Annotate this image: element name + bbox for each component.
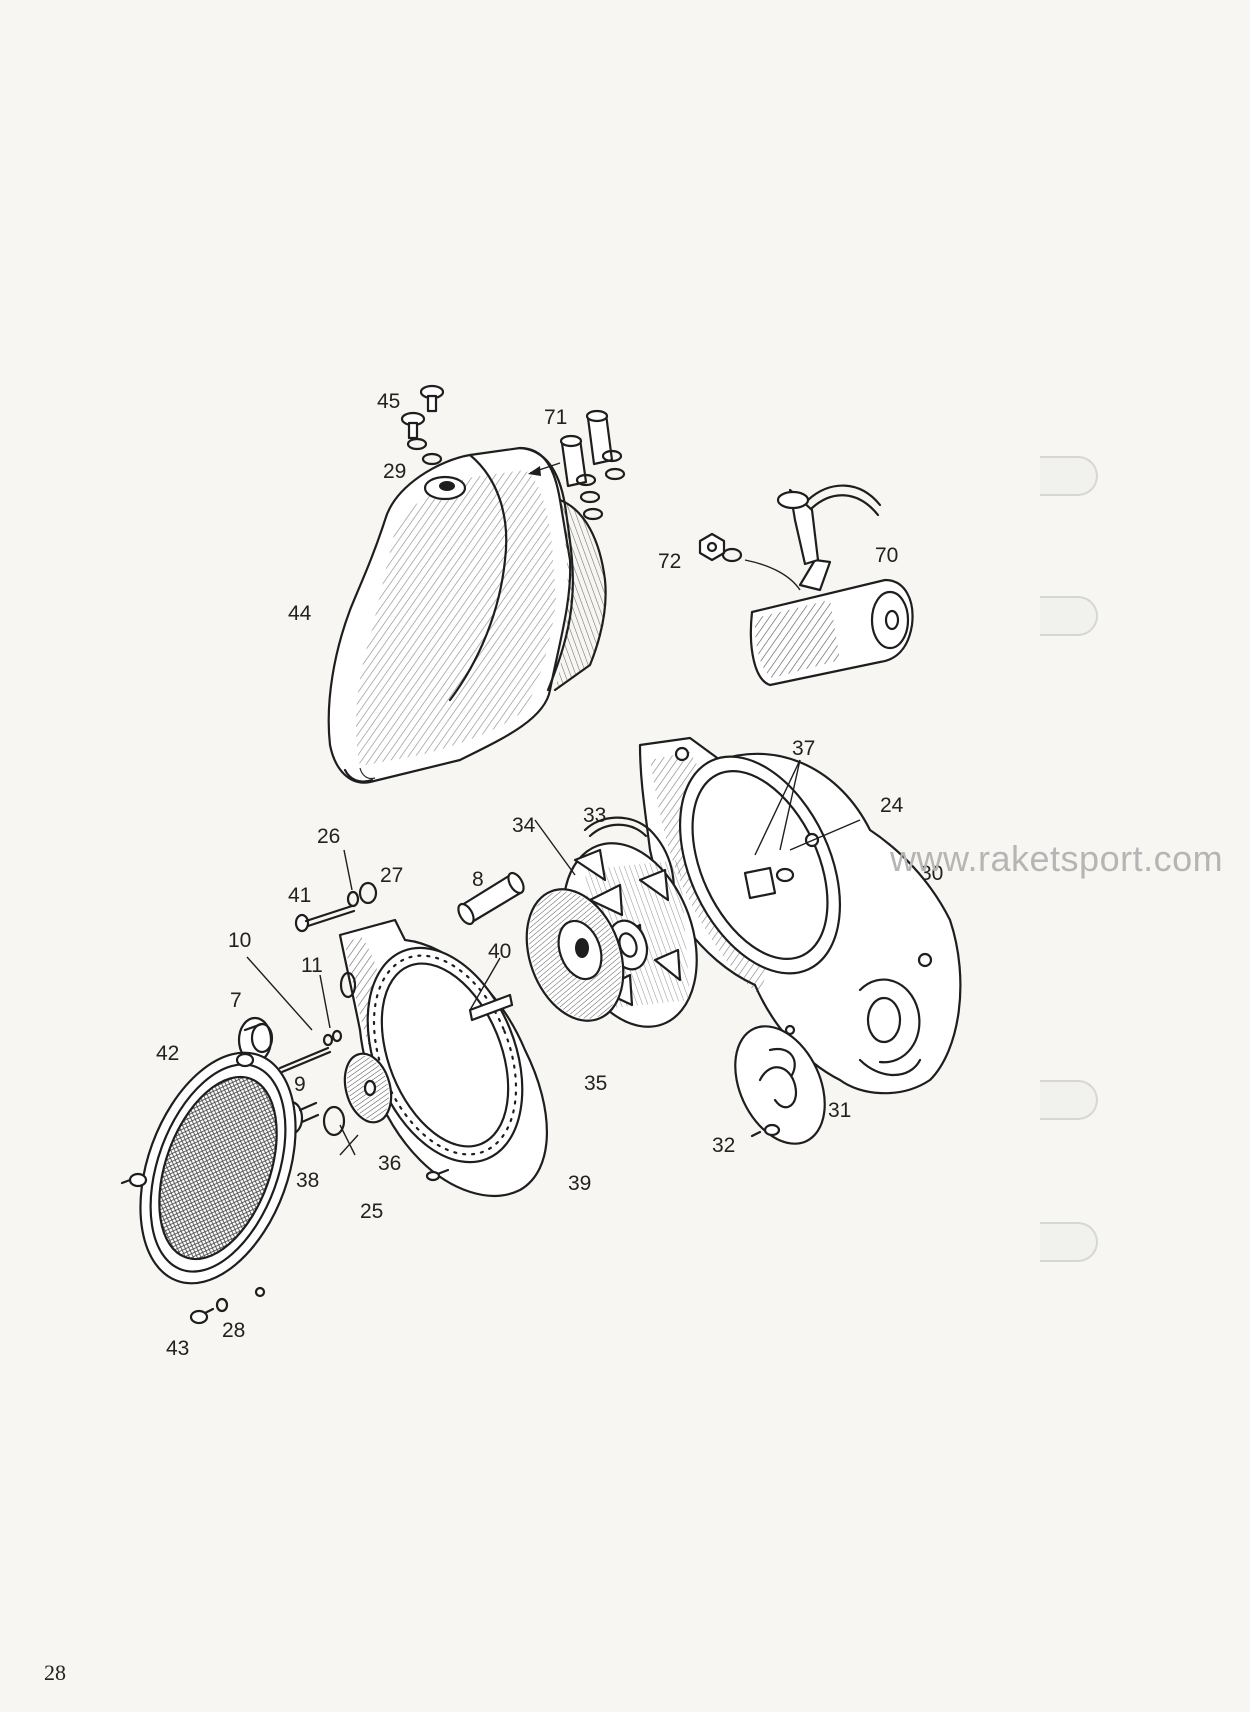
callout-40: 40: [488, 940, 511, 963]
part-35-flywheel: [525, 888, 625, 1022]
callout-45: 45: [377, 390, 400, 413]
part-71-spacers: [528, 409, 626, 521]
watermark-text: www.raketsport.com: [890, 838, 1224, 879]
part-29-washers: [406, 437, 443, 466]
part-8-sleeve: [457, 871, 525, 926]
callout-34: 34: [512, 814, 536, 837]
callout-27: 27: [380, 864, 403, 887]
part-7-knob: [237, 1016, 274, 1064]
callout-39: 39: [568, 1172, 591, 1195]
part-28-washer: [215, 1297, 229, 1313]
callout-28: 28: [222, 1319, 245, 1342]
callout-25: 25: [360, 1200, 383, 1223]
callout-labels: 45 71 29 44 72 70 37 24 34 33 30 26 27 4…: [156, 390, 943, 1360]
callout-26: 26: [317, 825, 340, 848]
callout-30: 30: [920, 862, 943, 885]
part-32-screw: [750, 1123, 781, 1138]
callout-29: 29: [383, 460, 406, 483]
part-10-11-washers: [322, 1029, 343, 1047]
callout-9: 9: [294, 1073, 306, 1096]
part-41-bolt: [294, 904, 356, 933]
callout-10: 10: [228, 929, 251, 952]
part-45-screws: [400, 384, 445, 440]
callout-33: 33: [583, 804, 606, 827]
callout-24: 24: [880, 794, 904, 817]
binder-hole-2: [1040, 596, 1098, 636]
part-70-lever-unit: [749, 484, 914, 687]
binder-hole-4: [1040, 1222, 1098, 1262]
part-72-nut-washer: [698, 532, 801, 591]
leader-lines: [246, 759, 861, 1156]
part-33-34-stator: [562, 816, 698, 1028]
part-26-27-washers: [346, 881, 378, 908]
part-39-fan-housing: [338, 918, 548, 1197]
callout-44: 44: [288, 602, 312, 625]
callout-70: 70: [875, 544, 898, 567]
callout-41: 41: [288, 884, 311, 907]
callout-72: 72: [658, 550, 681, 573]
callout-42: 42: [156, 1042, 179, 1065]
callout-38: 38: [296, 1169, 319, 1192]
part-25-washer: [322, 1105, 346, 1137]
part-42-grille: [120, 1051, 297, 1298]
callout-31: 31: [828, 1099, 851, 1122]
callout-32: 32: [712, 1134, 735, 1157]
callout-7: 7: [230, 989, 242, 1012]
page-number: 28: [44, 1660, 66, 1685]
binder-hole-1: [1040, 456, 1098, 496]
binder-hole-3: [1040, 1080, 1098, 1120]
callout-37: 37: [792, 737, 815, 760]
part-31-cover-plate: [734, 1024, 826, 1145]
part-43-screw: [189, 1307, 215, 1325]
callout-11: 11: [301, 954, 323, 977]
callout-71: 71: [544, 406, 567, 429]
callout-35: 35: [584, 1072, 607, 1095]
callout-8: 8: [472, 868, 484, 891]
callout-43: 43: [166, 1337, 189, 1360]
callout-36: 36: [378, 1152, 401, 1175]
part-36-disc: [343, 1052, 393, 1124]
part-44-fan-shroud: [327, 446, 607, 784]
